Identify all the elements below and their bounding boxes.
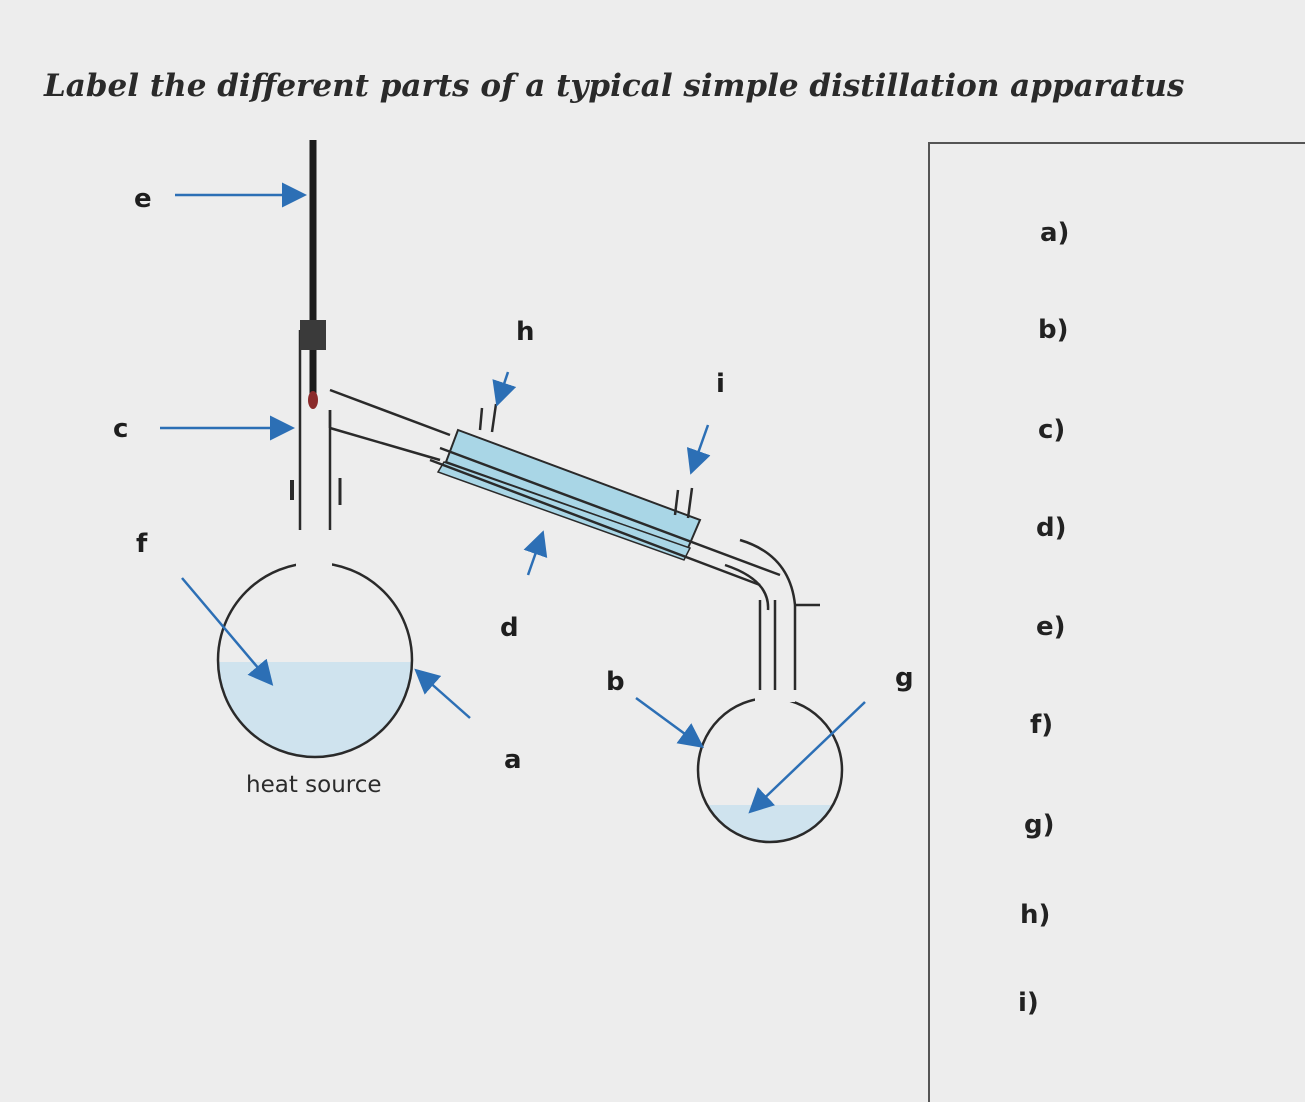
answer-label: g) xyxy=(1024,810,1055,840)
label-c: c xyxy=(113,414,128,444)
pointer-arrows xyxy=(160,182,866,814)
label-a: a xyxy=(504,745,522,775)
arrow-g xyxy=(748,701,866,814)
answer-label: d) xyxy=(1036,513,1067,543)
arrow-f xyxy=(181,577,274,686)
label-i: i xyxy=(716,369,725,399)
label-f: f xyxy=(136,529,148,559)
answer-label: h) xyxy=(1020,900,1051,930)
answer-label: b) xyxy=(1038,315,1069,345)
answer-label: c) xyxy=(1038,415,1066,445)
label-g: g xyxy=(895,663,914,693)
side-arm xyxy=(328,388,451,462)
answer-box xyxy=(928,142,1305,1102)
arrow-h xyxy=(492,371,517,407)
condenser xyxy=(429,403,781,587)
receiver-adapter xyxy=(724,538,820,700)
label-h: h xyxy=(516,317,535,347)
distillation-flask xyxy=(216,330,414,759)
label-e: e xyxy=(134,184,152,214)
page-title: Label the different parts of a typical s… xyxy=(44,68,1185,104)
receiving-flask xyxy=(696,690,844,844)
answer-label: e) xyxy=(1036,612,1066,642)
label-b: b xyxy=(606,667,625,697)
arrow-b xyxy=(635,696,705,748)
thermometer xyxy=(300,140,326,409)
answer-label: f) xyxy=(1030,710,1054,740)
answer-label: i) xyxy=(1018,988,1039,1018)
answer-label: a) xyxy=(1040,218,1070,248)
arrow-a xyxy=(414,668,471,719)
arrow-i xyxy=(686,424,711,475)
arrow-d xyxy=(523,530,548,576)
label-heat-source: heat source xyxy=(246,772,382,798)
label-d: d xyxy=(500,613,519,643)
